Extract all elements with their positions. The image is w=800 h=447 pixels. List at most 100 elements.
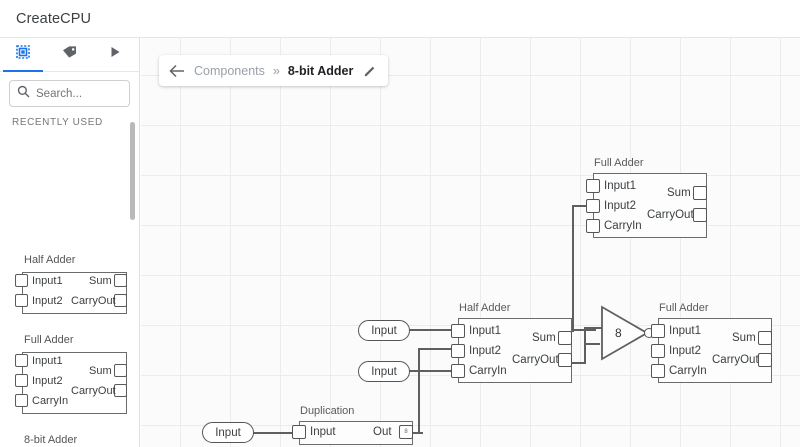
io-pill-input-3[interactable]: Input <box>202 422 254 443</box>
pin-input2[interactable] <box>15 294 28 307</box>
wire-sum-to-fulladder-top <box>572 205 594 208</box>
pin-input2[interactable] <box>451 344 465 358</box>
bus-merge-triangle[interactable] <box>600 305 652 361</box>
wire-dup-out-v <box>418 349 421 434</box>
pin-input1[interactable] <box>451 324 465 338</box>
pin-carryin[interactable] <box>651 364 665 378</box>
wire-carryout-h <box>564 362 586 365</box>
schematic-canvas[interactable]: Components » 8-bit Adder <box>141 38 800 447</box>
sidebar-scrollbar[interactable] <box>130 38 135 447</box>
search-box[interactable] <box>9 80 131 107</box>
pin-label-input2: Input2 <box>469 345 501 357</box>
pin-sum[interactable] <box>758 331 772 345</box>
pin-label-input1: Input1 <box>469 325 501 337</box>
pin-label-sum: Sum <box>89 275 112 287</box>
pin-label-input: Input <box>310 426 336 438</box>
breadcrumb-root[interactable]: Components <box>194 63 265 78</box>
pin-label-out: Out <box>373 426 392 438</box>
pin-input1[interactable] <box>586 179 600 193</box>
search-input[interactable] <box>36 87 131 100</box>
node-title: Duplication <box>300 405 355 417</box>
pin-carryout[interactable] <box>114 384 127 397</box>
pencil-icon[interactable] <box>363 64 377 78</box>
pin-label-input1: Input1 <box>32 355 63 367</box>
pin-input2[interactable] <box>651 344 665 358</box>
pin-input2[interactable] <box>586 199 600 213</box>
pin-sum[interactable] <box>114 364 127 377</box>
wire-carryout-to-bus <box>584 327 606 330</box>
pin-label-carryin: CarryIn <box>32 395 69 407</box>
pin-input2[interactable] <box>15 374 28 387</box>
back-arrow-icon[interactable] <box>169 64 186 78</box>
node-title: Full Adder <box>594 157 644 169</box>
node-body[interactable] <box>458 318 572 383</box>
search-container <box>0 72 139 113</box>
pin-label-input2: Input2 <box>669 345 701 357</box>
pin-input1[interactable] <box>15 274 28 287</box>
breadcrumb: Components » 8-bit Adder <box>159 55 389 86</box>
pin-sum[interactable] <box>693 186 707 200</box>
palette-item-body <box>22 272 127 314</box>
breadcrumb-separator: » <box>272 63 280 78</box>
sidebar-tabs <box>0 38 139 72</box>
page-title: CreateCPU <box>16 10 92 27</box>
palette-item-title: Full Adder <box>24 334 74 346</box>
wire-input3-to-duplication <box>253 432 298 435</box>
pin-label-input2: Input2 <box>604 200 636 212</box>
tab-tags[interactable] <box>46 38 92 71</box>
pin-label-sum: Sum <box>89 365 112 377</box>
io-pill-input-2[interactable]: Input <box>358 361 410 382</box>
tab-run[interactable] <box>92 38 138 71</box>
pin-label-sum: Sum <box>732 332 756 344</box>
pin-input1[interactable] <box>651 324 665 338</box>
chip-icon <box>14 43 32 66</box>
wire-sum-v <box>572 206 575 332</box>
sidebar-scrollbar-thumb[interactable] <box>130 122 135 220</box>
pin-carryin[interactable] <box>15 394 28 407</box>
pin-label-carryin: CarryIn <box>604 220 642 232</box>
sidebar: RECENTLY USED Half Adder Input1 Input2 S… <box>0 38 140 447</box>
pin-input[interactable] <box>292 425 306 439</box>
pin-label-carryout: CarryOut <box>712 354 759 366</box>
pin-label-sum: Sum <box>532 332 556 344</box>
play-icon <box>108 45 122 64</box>
pin-carryin[interactable] <box>586 219 600 233</box>
pin-carryin[interactable] <box>451 364 465 378</box>
palette-item-body <box>22 352 127 414</box>
wire-dup-to-input2 <box>418 348 471 351</box>
tab-components[interactable] <box>0 38 46 72</box>
pin-label-input1: Input1 <box>32 275 63 287</box>
io-pill-input-1[interactable]: Input <box>358 320 410 341</box>
pin-label-input1: Input1 <box>604 180 636 192</box>
pin-sum[interactable] <box>558 331 572 345</box>
pin-carryout[interactable] <box>758 353 772 367</box>
pin-carryout[interactable] <box>114 294 127 307</box>
pin-sum[interactable] <box>114 274 127 287</box>
app-header: CreateCPU <box>0 0 800 38</box>
breadcrumb-current: 8-bit Adder <box>287 63 354 78</box>
pin-carryout[interactable] <box>558 353 572 367</box>
wire-dup-out-h <box>411 432 423 435</box>
pin-carryout[interactable] <box>693 208 707 222</box>
node-body[interactable] <box>299 421 413 445</box>
pin-out[interactable]: 8 <box>399 425 413 439</box>
wire-input2-to-halfadder <box>409 370 471 373</box>
wire-sum-h <box>564 329 596 332</box>
pin-label-sum: Sum <box>667 187 691 199</box>
section-recently-used: RECENTLY USED <box>12 117 103 128</box>
pin-label-input1: Input1 <box>669 325 701 337</box>
pin-input1[interactable] <box>15 354 28 367</box>
palette-item-title: Half Adder <box>24 254 76 266</box>
search-icon <box>17 85 30 103</box>
node-title: Half Adder <box>459 302 511 314</box>
pin-label-input2: Input2 <box>32 375 63 387</box>
node-body[interactable] <box>593 173 707 238</box>
palette-item-title: 8-bit Adder <box>24 434 78 446</box>
pin-label-carryin: CarryIn <box>469 365 507 377</box>
pin-label-carryout: CarryOut <box>71 295 116 307</box>
wire-bus-lower-input <box>584 343 600 346</box>
pin-label-carryin: CarryIn <box>669 365 707 377</box>
bus-merge-label: 8 <box>615 326 622 340</box>
pin-label-carryout: CarryOut <box>512 354 559 366</box>
wire-input1-to-halfadder <box>409 329 471 332</box>
